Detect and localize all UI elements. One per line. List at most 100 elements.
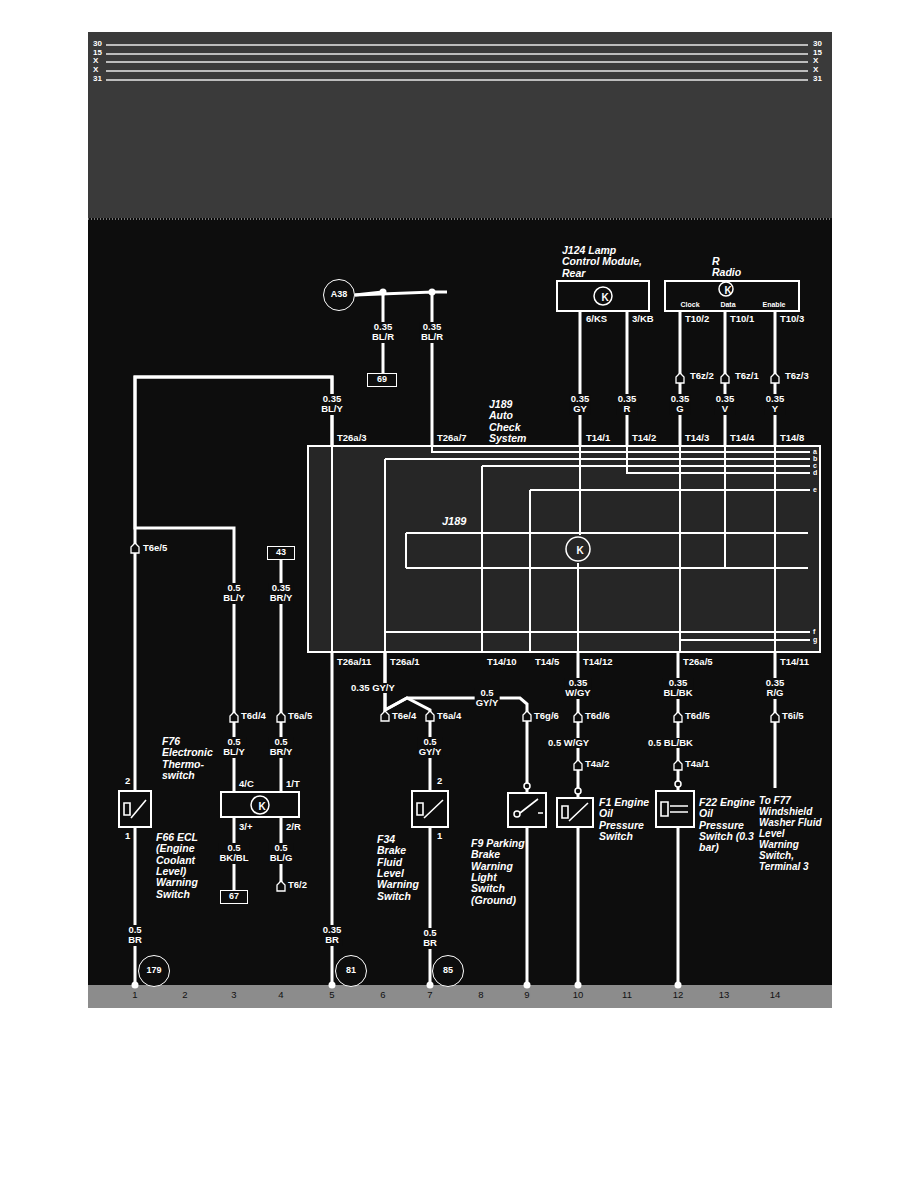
pin-label: T6d/5 — [684, 711, 711, 721]
pin-label: T14/1 — [585, 433, 611, 443]
ref-number: 69 — [368, 374, 396, 386]
supply-band — [88, 32, 832, 218]
junction-dot — [427, 982, 434, 989]
wire-spec-label: 0.5 BL/Y — [222, 583, 246, 604]
switch-symbol: F34 Brake Fluid Level Warning Switch — [411, 790, 449, 828]
module-letter: K — [724, 286, 731, 297]
grid-number: 2 — [181, 990, 188, 1000]
grid-number: 6 — [379, 990, 386, 1000]
pin-label: 2 — [436, 776, 443, 786]
component-name: F66 ECL (Engine Coolant Level) Warning S… — [156, 832, 210, 900]
wire-spec-label: 0.35 G — [670, 394, 691, 415]
wire-connector — [626, 312, 629, 445]
bus-terminal-label: 30 — [812, 40, 823, 48]
pin-label: T14/2 — [631, 433, 657, 443]
grid-number: 3 — [230, 990, 237, 1000]
module-circle — [594, 287, 612, 305]
control-module-box: J189 Auto Check SystemJ189K — [307, 445, 821, 653]
pin-label: T6z/1 — [734, 371, 760, 381]
component-name: F9 Parking Brake Warning Light Switch (G… — [471, 838, 525, 906]
grid-number: 9 — [523, 990, 530, 1000]
pin-label: T14/5 — [534, 657, 560, 667]
component-name: J189 Auto Check System — [489, 399, 526, 444]
grid-number: 12 — [672, 990, 685, 1000]
thermo-switch-box: F76 Electronic Thermo-switchK — [220, 791, 300, 818]
pin-label: T14/12 — [582, 657, 614, 667]
pin-label: T6g/6 — [533, 711, 560, 721]
pin-label: T14/4 — [729, 433, 755, 443]
wire-spec-label: 0.35 BL/R — [420, 322, 444, 343]
wire-spec-label: 0.35 R — [617, 394, 638, 415]
band-edge — [88, 218, 832, 220]
wire-spec-label: 0.35 BR/Y — [269, 583, 294, 604]
junction-dot — [524, 982, 531, 989]
module-circle — [566, 537, 590, 561]
wire-spec-label: 0.35 W/GY — [564, 678, 591, 699]
pin-label: 1 — [124, 831, 131, 841]
port-label: Clock — [680, 301, 699, 309]
component-name: F22 Engine Oil Pressure Switch (0.3 bar) — [699, 797, 757, 854]
junction-dot — [429, 289, 436, 296]
wire-spec-label: 0.5 GY/Y — [418, 737, 443, 758]
ground-point-circle: A38 — [323, 279, 355, 311]
wire-spec-label: 0.35 GY — [570, 394, 591, 415]
pin-label: T26a/1 — [389, 657, 421, 667]
wire-connector — [385, 653, 527, 792]
internal-line-letter: c — [812, 462, 818, 469]
pin-label: 4/C — [238, 779, 255, 789]
bus-terminal-label: 15 — [92, 49, 103, 57]
grid-number: 11 — [621, 990, 633, 1000]
wire-connector — [579, 312, 582, 445]
pin-label: T14/8 — [779, 433, 805, 443]
switch-symbol: F22 Engine Oil Pressure Switch (0.3 bar) — [655, 790, 695, 828]
pin-label: T10/3 — [779, 314, 805, 324]
pin-label: 3/+ — [238, 822, 253, 832]
wire-spec-label: 0.5 BK/BL — [218, 843, 249, 864]
module-circle — [251, 796, 269, 814]
pin-label: T6a/4 — [436, 711, 462, 721]
switch-contact — [514, 811, 520, 817]
pin-label: T14/10 — [486, 657, 518, 667]
terminal-circle — [675, 781, 681, 787]
component-code: J189 — [442, 516, 466, 528]
pin-label: T6e/5 — [142, 543, 168, 553]
wire-spec-label: 0.35 BR — [322, 925, 343, 946]
pin-label: T26a/7 — [436, 433, 468, 443]
switch-symbol: F66 ECL (Engine Coolant Level) Warning S… — [118, 790, 152, 828]
grid-number: 7 — [426, 990, 433, 1000]
pin-label: T26a/11 — [336, 657, 372, 667]
pin-label: T6d/6 — [584, 711, 611, 721]
switch-symbol: F1 Engine Oil Pressure Switch — [556, 797, 594, 828]
pin-label: 0.5 BL/BK — [647, 738, 694, 748]
pin-label: T26a/5 — [682, 657, 714, 667]
terminal-circle — [524, 783, 530, 789]
grid-number: 4 — [277, 990, 284, 1000]
pin-label: T14/11 — [779, 657, 810, 667]
component-name: F1 Engine Oil Pressure Switch — [599, 797, 653, 842]
pin-label: T6a/5 — [287, 711, 313, 721]
radio-box: R RadioKClockDataEnable — [664, 280, 800, 312]
junction-dot — [380, 289, 387, 296]
wire-spec-label: 0.5 BR — [422, 928, 438, 949]
internal-line-letter: g — [812, 636, 818, 643]
pin-label: 0.35 GY/Y — [350, 683, 396, 693]
junction-dot — [132, 982, 139, 989]
diagram-ground — [88, 32, 832, 1008]
internal-line-letter: b — [812, 455, 818, 462]
module-letter: K — [576, 546, 583, 557]
pin-label: 6/KS — [585, 314, 608, 324]
component-name: J124 Lamp Control Module, Rear — [562, 245, 652, 279]
pin-label: T10/1 — [729, 314, 755, 324]
terminal-circle — [575, 788, 581, 794]
bus-terminal-label: 15 — [812, 49, 823, 57]
ref-number: 81 — [336, 956, 366, 986]
pin-label: 0.5 W/GY — [547, 738, 590, 748]
wire-spec-label: 0.35 BL/Y — [320, 394, 344, 415]
bus-line — [106, 45, 808, 80]
wire-connector — [135, 377, 332, 791]
